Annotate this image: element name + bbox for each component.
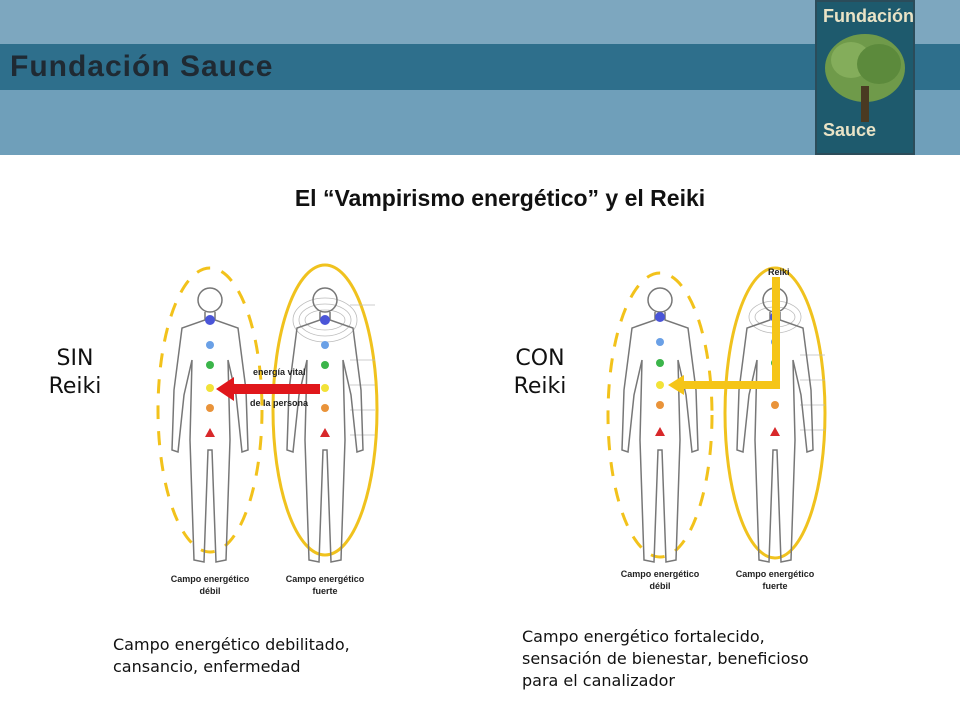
sin-reiki-label: SIN Reiki: [40, 345, 110, 401]
left-caption-line1: Campo energético debilitado,: [113, 635, 350, 654]
strong-field-label-right-2: fuerte: [762, 581, 787, 591]
right-energy-figure: Reiki Campo energético débil Campo energ…: [606, 266, 827, 591]
con-label-line2: Reiki: [513, 374, 567, 399]
left-energy-figure: energía vital de la persona Campo energé…: [156, 263, 379, 596]
reiki-arrow: [772, 277, 780, 389]
tree-icon: [825, 34, 905, 122]
con-label-line1: CON: [515, 346, 565, 371]
strong-field-label-2: fuerte: [312, 586, 337, 596]
weak-aura: [156, 266, 264, 554]
strong-aura: [271, 263, 379, 557]
weak-field-label-1: Campo energético: [171, 574, 250, 584]
strong-field-label-1: Campo energético: [286, 574, 365, 584]
arrow-label-2: de la persona: [250, 398, 309, 408]
weak-field-label-2: débil: [199, 586, 220, 596]
vital-energy-arrow: [230, 384, 320, 394]
left-caption-line2: cansancio, enfermedad: [113, 657, 301, 676]
right-caption-line1: Campo energético fortalecido,: [522, 627, 765, 646]
header-banner: Fundación Sauce Fundación Sauce: [0, 0, 960, 155]
header-band: [0, 44, 960, 90]
logo-top-text: Fundación: [823, 6, 914, 26]
strong-field-label-right-1: Campo energético: [736, 569, 815, 579]
right-caption-line2: sensación de bienestar, beneficioso: [522, 649, 809, 668]
page-title: El “Vampirismo energético” y el Reiki: [294, 185, 706, 211]
sin-label-line2: Reiki: [48, 374, 102, 399]
left-caption: Campo energético debilitado, cansancio, …: [113, 634, 453, 678]
weak-aura-right: [606, 271, 714, 559]
header-lower-band: [0, 90, 960, 155]
reiki-arrow-label: Reiki: [768, 267, 790, 277]
strong-aura-right: [723, 266, 827, 560]
arrow-label-1: energía vital: [253, 367, 306, 377]
tree-logo: Fundación Sauce: [815, 0, 915, 155]
logo-bottom-text: Sauce: [823, 120, 877, 140]
brand-title: Fundación Sauce: [10, 50, 274, 83]
weak-field-label-right-2: débil: [649, 581, 670, 591]
right-caption: Campo energético fortalecido, sensación …: [522, 626, 922, 692]
con-reiki-label: CON Reiki: [505, 345, 575, 401]
sin-label-line1: SIN: [56, 346, 94, 371]
right-caption-line3: para el canalizador: [522, 671, 675, 690]
weak-field-label-right-1: Campo energético: [621, 569, 700, 579]
